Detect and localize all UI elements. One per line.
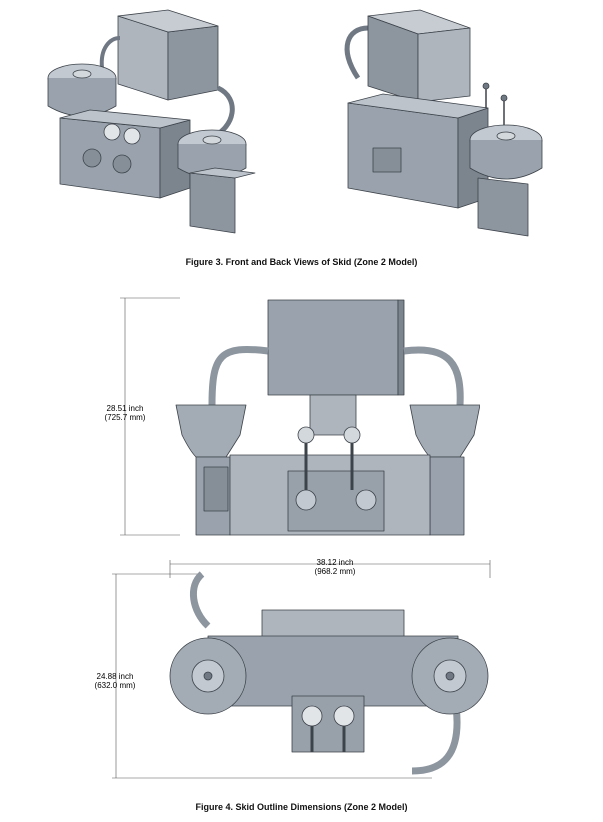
depth-mm: (632.0 mm) [94, 681, 136, 690]
figure-4-caption: Figure 4. Skid Outline Dimensions (Zone … [195, 802, 408, 812]
skid-back-isometric-view [344, 9, 543, 237]
figure-3-caption: Figure 3. Front and Back Views of Skid (… [185, 257, 418, 267]
height-inch: 28.51 inch [106, 404, 144, 413]
width-dimension-label: 38.12 inch (968.2 mm) [300, 558, 370, 576]
width-mm: (968.2 mm) [314, 567, 356, 576]
depth-dimension-label: 24.88 inch (632.0 mm) [85, 672, 145, 690]
skid-front-isometric-view [47, 9, 256, 234]
depth-inch: 24.88 inch [96, 672, 134, 681]
skid-top-view-drawing [112, 560, 491, 779]
height-dimension-label: 28.51 inch (725.7 mm) [95, 404, 155, 422]
width-inch: 38.12 inch [316, 558, 354, 567]
height-mm: (725.7 mm) [104, 413, 146, 422]
skid-front-elevation-drawing [120, 297, 480, 536]
